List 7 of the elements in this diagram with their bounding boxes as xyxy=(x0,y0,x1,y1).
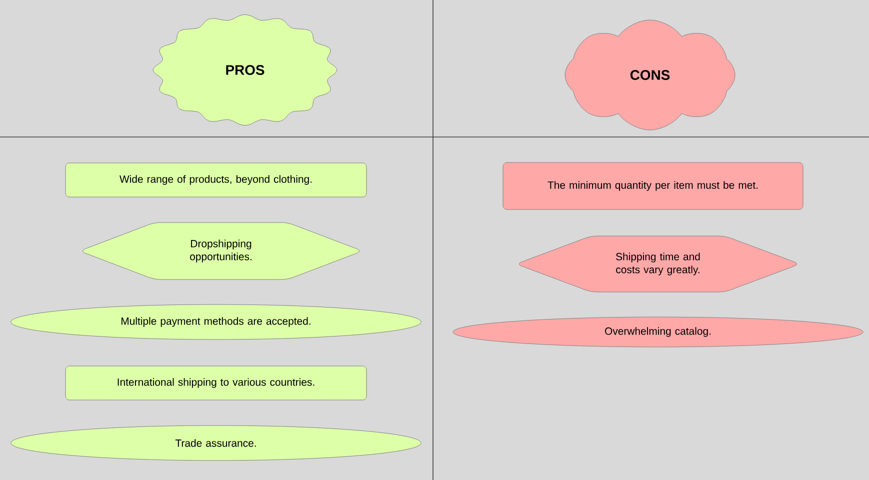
con-box: The minimum quantity per item must be met. xyxy=(502,162,804,210)
heading-cloud: CONS xyxy=(564,20,736,130)
pro-box: International shipping to various countries. xyxy=(65,366,367,400)
pro-hexagon: Dropshipping opportunities. xyxy=(82,222,360,280)
pro-box: Wide range of products, beyond clothing. xyxy=(65,162,367,198)
con-hexagon: Shipping time and costs vary greatly. xyxy=(519,236,797,292)
heading-badge: PROS xyxy=(152,14,338,126)
